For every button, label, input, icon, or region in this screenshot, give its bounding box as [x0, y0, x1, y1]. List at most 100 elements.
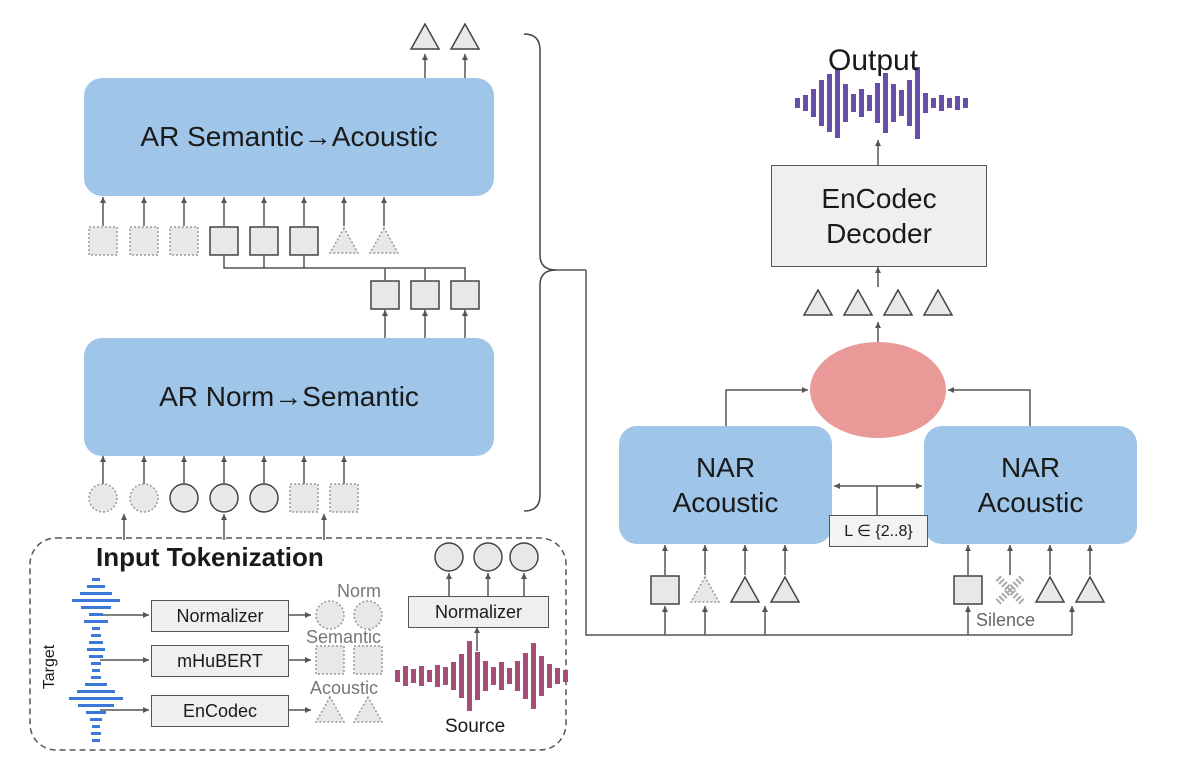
mhubert-label: mHuBERT — [177, 650, 263, 671]
waveform-bar — [923, 93, 928, 113]
silence-token — [995, 575, 1025, 605]
acoustic-token-triangle — [882, 288, 914, 316]
waveform-bar — [883, 73, 888, 133]
waveform-bar — [939, 95, 944, 111]
acoustic-token-triangle — [689, 575, 721, 603]
target-waveform — [69, 578, 123, 742]
norm-token-circle — [169, 483, 199, 513]
semantic-label: Semantic — [306, 627, 382, 647]
acoustic-token-triangle — [409, 22, 441, 50]
waveform-bar — [827, 74, 832, 132]
silence-label: Silence — [976, 610, 1036, 630]
waveform-bar — [87, 648, 105, 651]
semantic-token-square — [370, 280, 400, 310]
waveform-bar — [77, 690, 115, 693]
waveform-bar — [467, 641, 472, 711]
waveform-bar — [92, 578, 100, 581]
waveform-bar — [891, 84, 896, 122]
encodec-decoder-line1: EnCodec — [821, 183, 937, 214]
norm-token-circle — [249, 483, 279, 513]
waveform-bar — [819, 80, 824, 126]
waveform-bar — [89, 641, 103, 644]
waveform-bar — [78, 704, 114, 707]
norm-token-circle — [88, 483, 118, 513]
norm-token-circle — [509, 542, 539, 572]
l-range-label: L ∈ {2..8} — [844, 523, 913, 540]
waveform-bar — [531, 643, 536, 709]
nar-right-line2: Acoustic — [977, 487, 1084, 518]
waveform-bar — [91, 732, 101, 735]
waveform-bar — [91, 662, 101, 665]
waveform-bar — [403, 666, 408, 686]
waveform-bar — [483, 661, 488, 691]
acoustic-token-triangle — [1034, 575, 1066, 603]
norm-token-circle — [353, 600, 383, 630]
waveform-bar — [92, 627, 100, 630]
ar-semantic-acoustic-label: AR Semantic→Acoustic — [140, 121, 438, 152]
acoustic-token-triangle — [922, 288, 954, 316]
encodec-box: EnCodec — [151, 695, 289, 727]
source-waveform — [395, 641, 568, 711]
silence-stroke — [995, 575, 1025, 605]
input-tokenization-title: Input Tokenization — [96, 542, 324, 572]
source-label: Source — [445, 716, 506, 737]
norm-token-circle — [473, 542, 503, 572]
nar-right-line1: NAR — [1000, 452, 1061, 483]
acoustic-token-triangle — [368, 226, 400, 254]
input-tokenization-container — [29, 537, 567, 751]
semantic-token-square — [289, 483, 319, 513]
ar-norm-semantic-label: AR Norm→Semantic — [159, 381, 419, 412]
l-range-box: L ∈ {2..8} — [829, 515, 928, 547]
waveform-bar — [931, 98, 936, 108]
output-waveform — [795, 67, 968, 139]
connector-line — [223, 255, 466, 280]
waveform-bar — [907, 80, 912, 126]
waveform-bar — [475, 652, 480, 700]
norm-token-circle — [209, 483, 239, 513]
waveform-bar — [92, 669, 100, 672]
acoustic-token-triangle — [1074, 575, 1106, 603]
semantic-token-square — [249, 226, 279, 256]
arrow — [725, 387, 808, 426]
nar-left-line1: NAR — [695, 452, 756, 483]
nar-acoustic-right-block: NAR Acoustic — [924, 426, 1137, 544]
source-normalizer-label: Normalizer — [434, 601, 522, 622]
waveform-bar — [539, 656, 544, 696]
normalizer-label: Normalizer — [176, 605, 264, 626]
acoustic-token-triangle — [449, 22, 481, 50]
acoustic-token-triangle — [842, 288, 874, 316]
waveform-bar — [435, 665, 440, 687]
semantic-token-square — [410, 280, 440, 310]
nar-acoustic-left-block: NAR Acoustic — [619, 426, 832, 544]
semantic-token-square — [169, 226, 199, 256]
nar-left-line2: Acoustic — [672, 487, 779, 518]
waveform-bar — [523, 653, 528, 699]
semantic-token-square — [329, 483, 359, 513]
waveform-bar — [80, 592, 112, 595]
waveform-bar — [92, 725, 100, 728]
waveform-bar — [875, 83, 880, 123]
waveform-bar — [395, 670, 400, 682]
waveform-bar — [419, 666, 424, 686]
acoustic-token-triangle — [802, 288, 834, 316]
ar-semantic-acoustic-block: AR Semantic→Acoustic — [84, 78, 494, 196]
waveform-bar — [963, 98, 968, 108]
waveform-bar — [89, 613, 103, 616]
normalizer-box: Normalizer — [151, 600, 289, 632]
ar-norm-semantic-block: AR Norm→Semantic — [84, 338, 494, 456]
waveform-bar — [803, 95, 808, 111]
waveform-bar — [899, 90, 904, 116]
waveform-bar — [947, 98, 952, 108]
norm-token-circle — [315, 600, 345, 630]
semantic-token-square — [353, 645, 383, 675]
acoustic-token-triangle — [729, 575, 761, 603]
waveform-bar — [86, 711, 106, 714]
semantic-token-square — [450, 280, 480, 310]
waveform-bar — [835, 68, 840, 138]
waveform-bar — [491, 667, 496, 685]
acoustic-token-triangle — [314, 695, 346, 723]
waveform-bar — [91, 634, 101, 637]
waveform-bar — [69, 697, 123, 700]
waveform-bar — [811, 89, 816, 117]
